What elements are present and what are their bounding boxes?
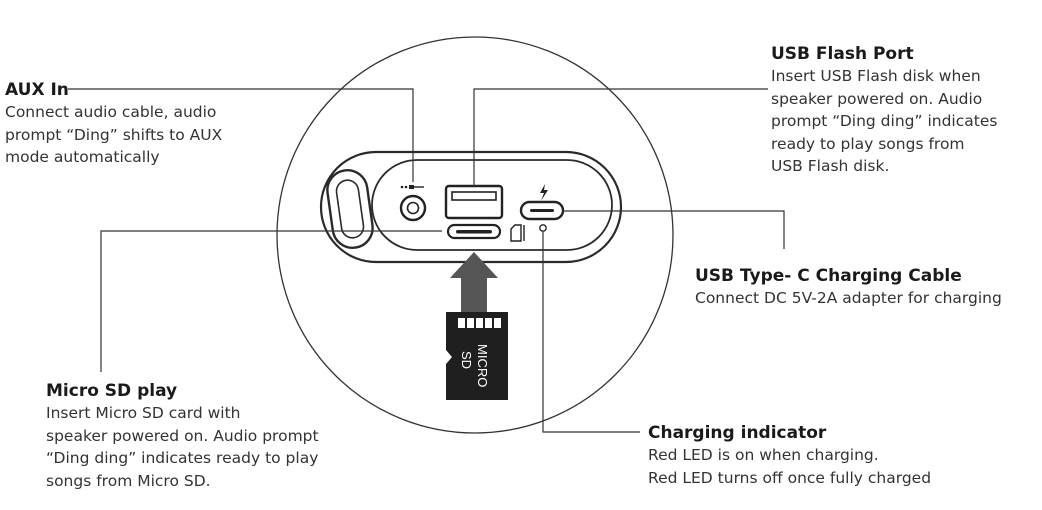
leader-line-micro-sd <box>100 230 442 372</box>
callout-line: mode automatically <box>5 148 160 166</box>
callout-title: Charging indicator <box>648 423 827 443</box>
callout-title: USB Type- C Charging Cable <box>695 266 962 286</box>
callout-line: speaker powered on. Audio <box>771 89 983 108</box>
callout-line: speaker powered on. Audio prompt <box>46 426 319 445</box>
callout-aux-in: AUX In Connect audio cable, audio prompt… <box>5 79 222 169</box>
callout-line: Insert USB Flash disk when <box>771 67 981 85</box>
lightning-icon <box>540 184 548 201</box>
lanyard-loop <box>326 168 374 250</box>
callout-charging-indicator: Charging indicator Red LED is on when ch… <box>648 422 931 489</box>
leader-line-aux <box>68 88 414 182</box>
leader-line-usb-c <box>563 210 785 249</box>
insert-arrow-icon <box>450 252 498 312</box>
sd-card-label-micro: MICRO <box>475 344 490 387</box>
usb-a-port <box>444 184 504 220</box>
callout-line: Red LED is on when charging. <box>648 446 879 464</box>
charging-led <box>539 224 547 232</box>
callout-line: ready to play songs from <box>771 134 965 153</box>
callout-micro-sd-play: Micro SD play Insert Micro SD card with … <box>46 380 319 492</box>
callout-line: prompt “Ding ding” indicates <box>771 112 998 130</box>
speaker-body-outline <box>276 36 674 434</box>
callout-line: Connect audio cable, audio <box>5 103 217 121</box>
callout-line: Connect DC 5V-2A adapter for charging <box>695 289 1002 307</box>
aux-jack <box>399 194 427 222</box>
leader-line-charging <box>542 232 640 433</box>
callout-title: Micro SD play <box>46 381 178 401</box>
sd-card-symbol-icon <box>510 224 525 242</box>
sd-card-label-sd: SD <box>459 351 474 369</box>
callout-line: Red LED turns off once fully charged <box>648 468 932 487</box>
callout-usb-type-c: USB Type- C Charging Cable Connect DC 5V… <box>695 265 1002 310</box>
micro-sd-card: MICRO SD <box>446 312 508 400</box>
callout-line: Insert Micro SD card with <box>46 404 241 422</box>
callout-line: “Ding ding” indicates ready to play <box>46 449 319 467</box>
callout-line: songs from Micro SD. <box>46 471 211 490</box>
callout-usb-flash-port: USB Flash Port Insert USB Flash disk whe… <box>771 43 997 178</box>
callout-title: USB Flash Port <box>771 44 914 64</box>
callout-line: prompt “Ding” shifts to AUX <box>5 125 223 144</box>
callout-line: USB Flash disk. <box>771 157 890 175</box>
callout-title: AUX In <box>5 80 69 100</box>
leader-line-usb-flash <box>473 88 768 186</box>
micro-sd-slot <box>446 223 502 240</box>
usb-c-port <box>519 200 565 221</box>
aux-symbol-icon <box>400 185 424 189</box>
